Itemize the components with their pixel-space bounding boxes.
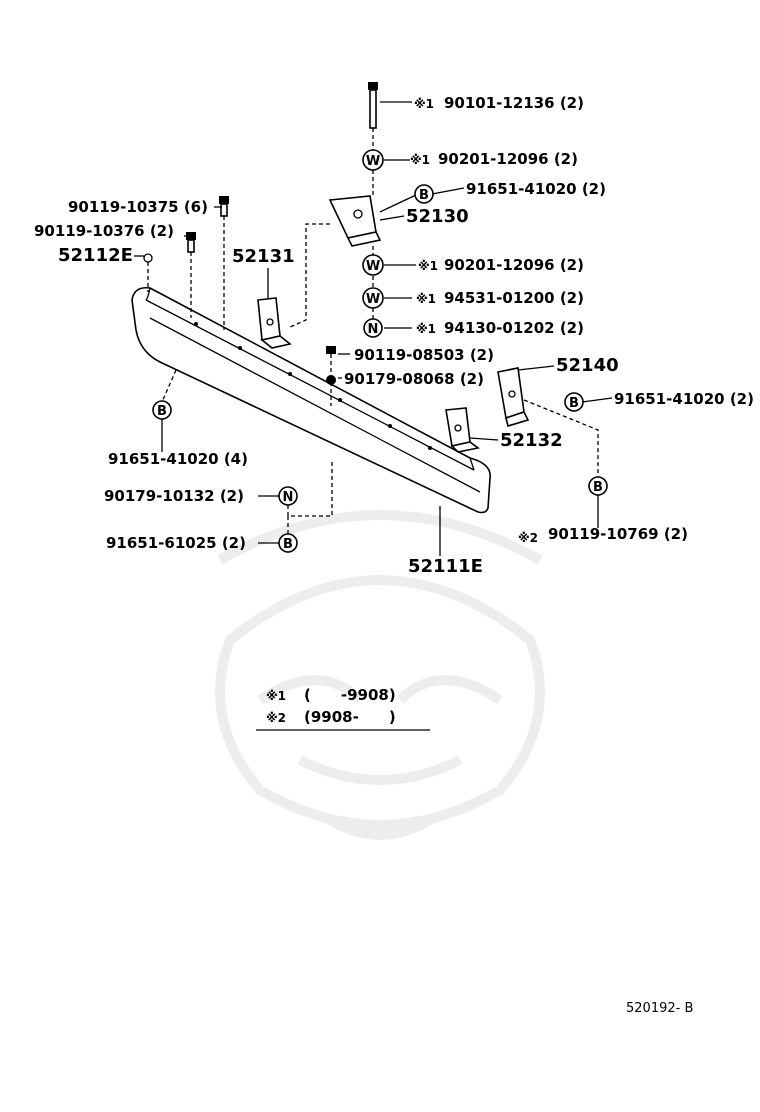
bolt-90119-10376 [186,232,196,318]
label-90201-12096-a: 90201-12096 (2) [438,150,578,168]
note2-text: (9908- ) [304,708,396,726]
note2-mark: ※2 [266,711,286,725]
label-52111e: 52111E [408,556,483,577]
bracket-52132 [445,407,480,453]
note1-text: ( -9908) [304,686,396,704]
label-91651-41020-left: 91651-41020 (4) [108,450,248,468]
label-91651-41020-right: 91651-41020 (2) [614,390,754,408]
svg-text:B: B [593,480,603,495]
marker-b-2: B [564,392,584,412]
label-91651-61025: 91651-61025 (2) [106,534,246,552]
note1-mark: ※1 [266,689,286,703]
label-52130: 52130 [406,206,469,227]
bolt-90101 [368,82,378,150]
marker-b-1: B [414,184,434,204]
notes-table: ※1 ( -9908) ※2 (9908- ) [256,686,430,731]
label-90119-10375: 90119-10375 (6) [68,198,208,216]
clip-52112e [143,253,153,292]
svg-text:B: B [569,396,579,411]
figure-id: 520192- B [626,1001,693,1016]
svg-text:N: N [368,322,379,337]
svg-text:W: W [366,259,380,274]
marker-b-4: B [588,476,608,496]
label-90119-10769: 90119-10769 (2) [548,525,688,543]
marker-w-2: W [362,254,384,276]
bracket-52130 [328,195,382,247]
label-90119-08503: 90119-08503 (2) [354,346,494,364]
ref-mark-1e: ※1 [416,322,436,336]
label-52132: 52132 [500,430,563,451]
watermark-emblem [215,510,545,840]
svg-text:W: W [366,154,380,169]
svg-text:W: W [366,292,380,307]
bolt-90119-08503 [326,346,336,406]
marker-n-2: N [278,486,298,506]
bracket-52140 [497,367,530,428]
ref-mark-1d: ※1 [416,292,436,306]
svg-text:B: B [419,188,429,203]
label-90201-12096-b: 90201-12096 (2) [444,256,584,274]
ref-mark-1b: ※1 [410,153,430,167]
ref-mark-2a: ※2 [518,531,538,545]
svg-text:B: B [157,404,167,419]
marker-w-3: W [362,287,384,309]
label-90179-08068: 90179-08068 (2) [344,370,484,388]
marker-b-3: B [152,400,172,420]
ref-mark-1c: ※1 [418,259,438,273]
label-52140: 52140 [556,355,619,376]
label-91651-41020-top: 91651-41020 (2) [466,180,606,198]
bolt-90119-10375 [219,196,229,330]
bumper-bar [131,286,491,514]
marker-w-1: W [362,149,384,171]
label-52131: 52131 [232,246,295,267]
bracket-52131 [257,297,292,349]
label-90101-12136: 90101-12136 (2) [444,94,584,112]
svg-text:N: N [283,490,294,505]
label-94531-01200: 94531-01200 (2) [444,289,584,307]
marker-b-5: B [278,533,298,553]
label-90119-10376: 90119-10376 (2) [34,222,174,240]
ref-mark-1a: ※1 [414,97,434,111]
svg-text:B: B [283,537,293,552]
label-94130-01202: 94130-01202 (2) [444,319,584,337]
label-52112e: 52112E [58,245,133,266]
marker-n-1: N [363,318,383,338]
label-90179-10132: 90179-10132 (2) [104,487,244,505]
